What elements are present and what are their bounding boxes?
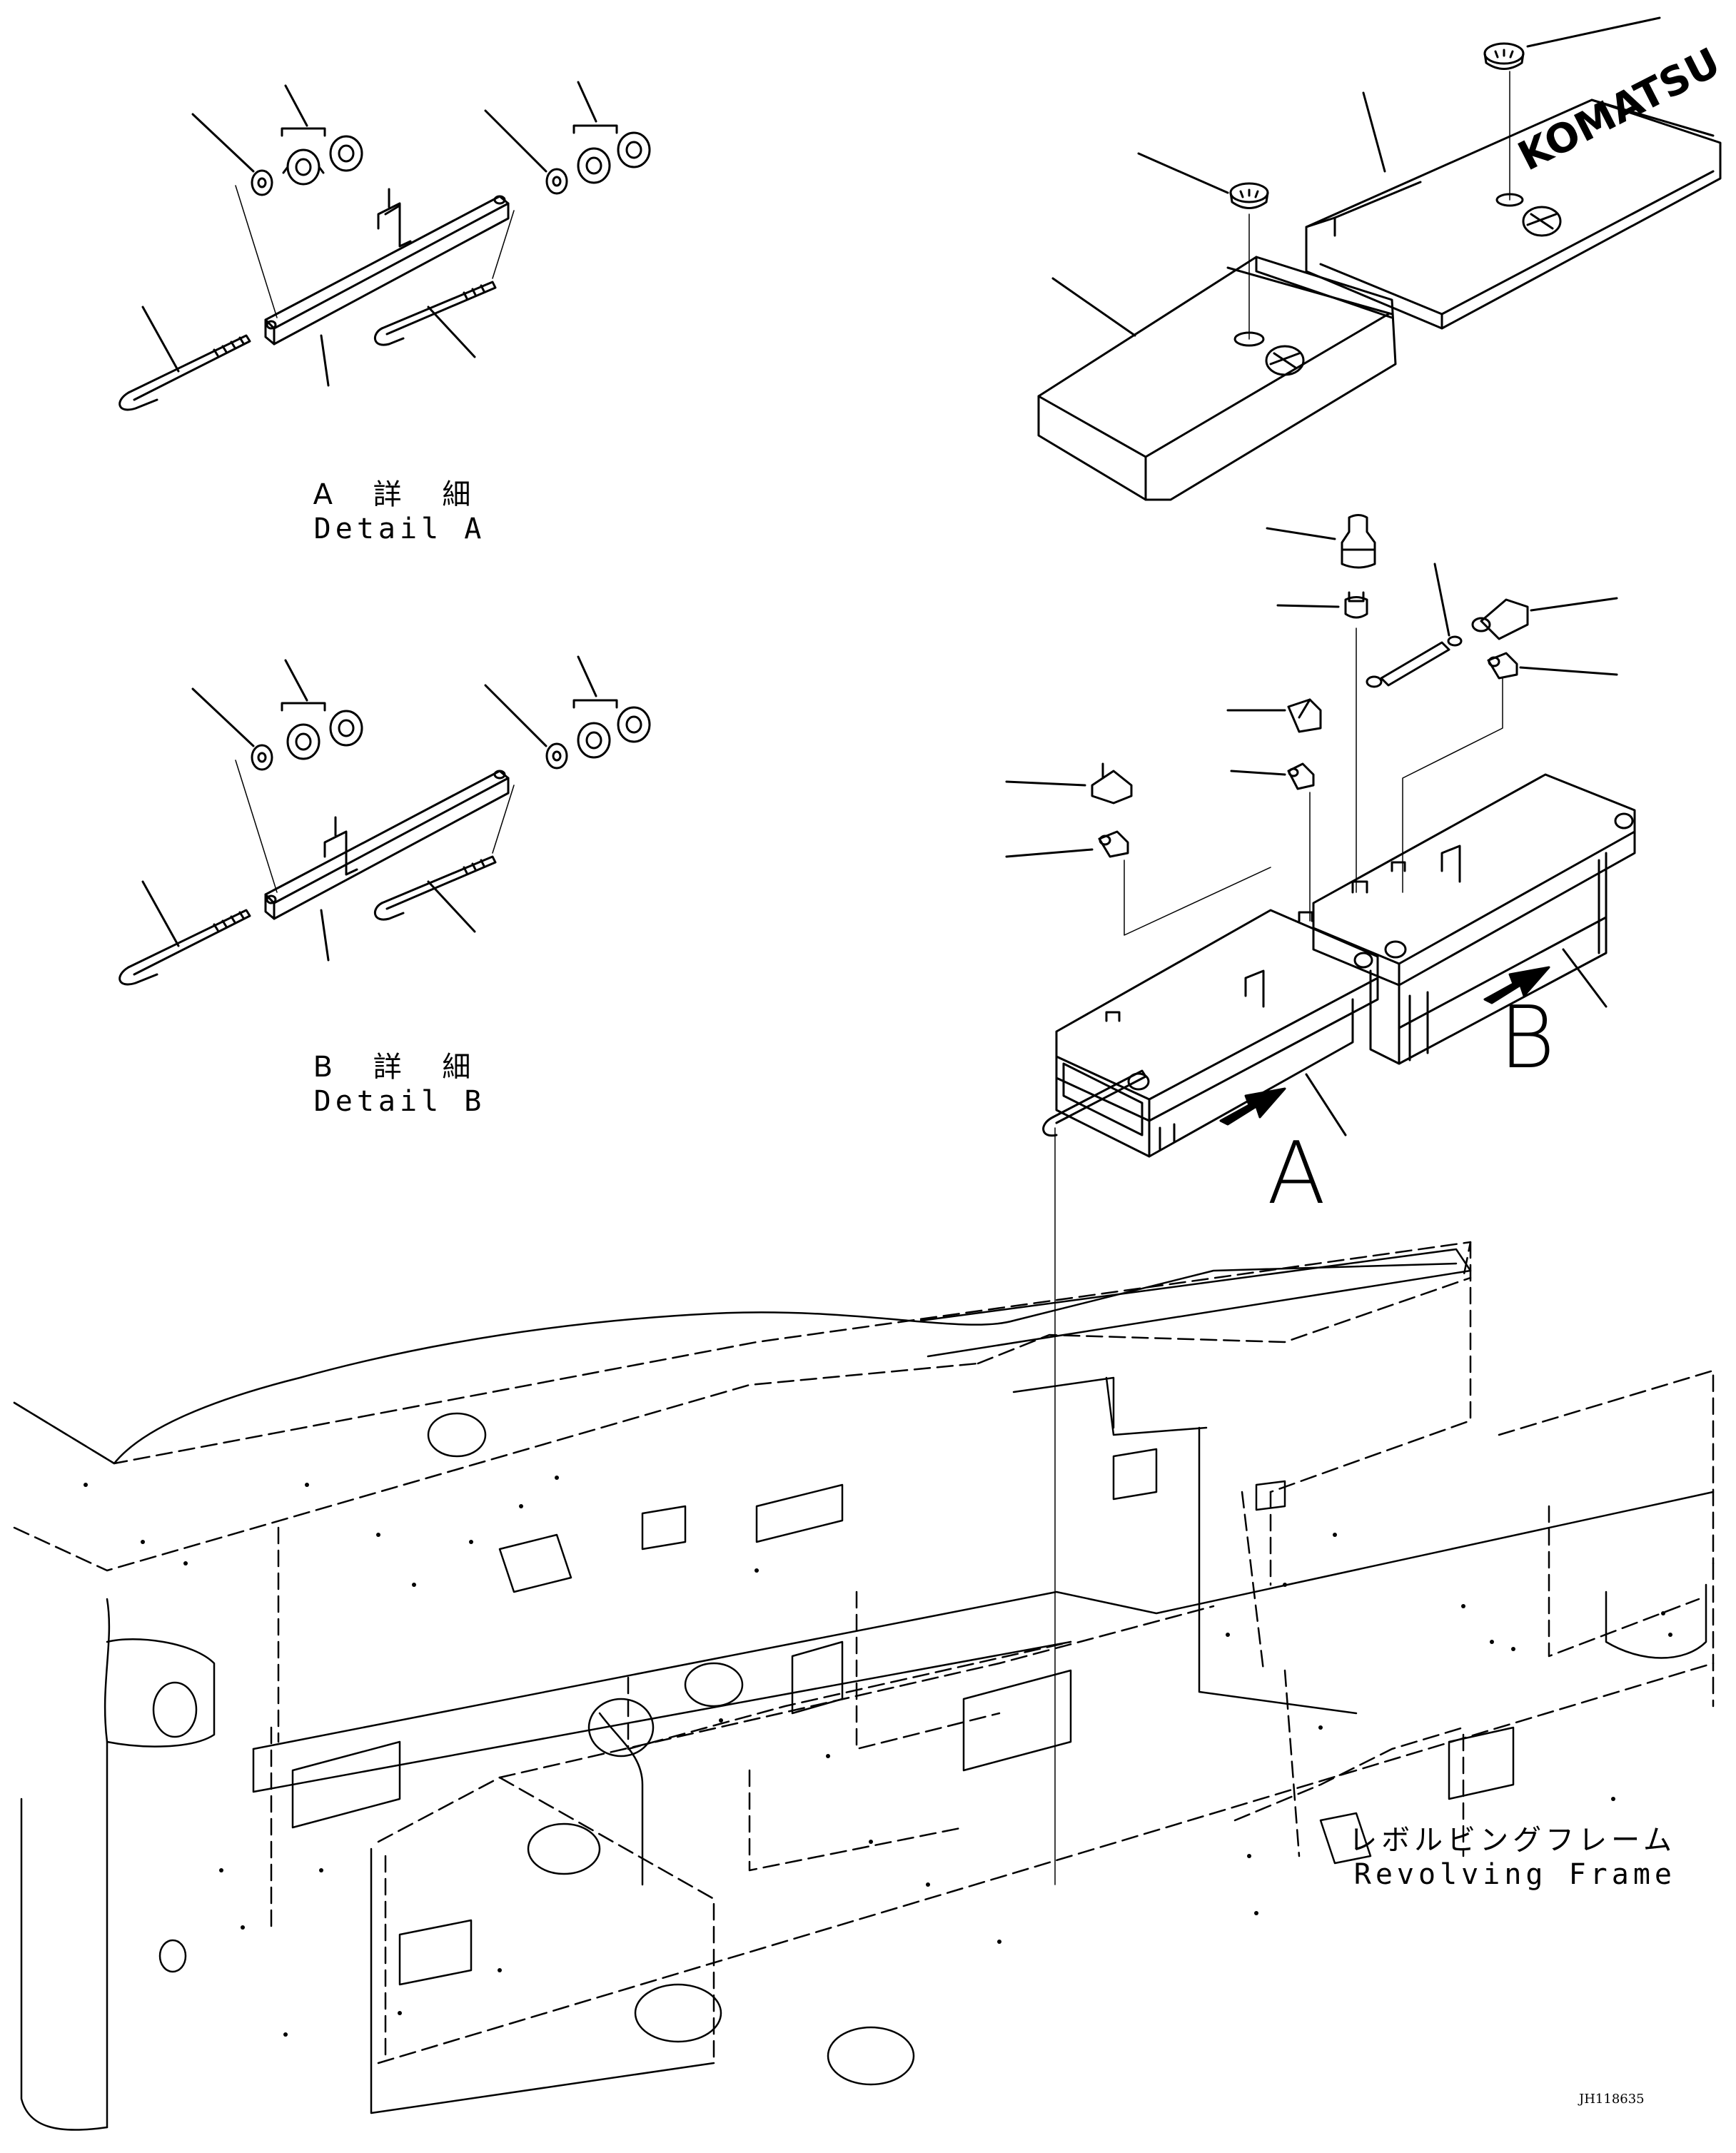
nut — [577, 722, 611, 759]
detail-a-caption-en: Detail A — [313, 513, 486, 545]
washer — [545, 168, 568, 195]
revolving-frame — [13, 1241, 1715, 2131]
callout-a: A — [1267, 1124, 1326, 1224]
hook-bolt — [118, 334, 251, 411]
detail-b-caption-en: Detail B — [313, 1085, 486, 1118]
revolving-frame-caption-en: Revolving Frame — [1353, 1858, 1676, 1891]
terminal-nut — [1344, 591, 1368, 619]
ground-strap — [1366, 635, 1463, 688]
cable-clamp — [1287, 762, 1315, 790]
detail-a-caption-jp: A 詳 細 — [313, 478, 487, 511]
hook-bolt — [374, 855, 497, 921]
battery-cover-front — [1037, 256, 1397, 501]
battery-cover-rear: KOMATSU — [1305, 39, 1727, 330]
hook-bolt — [374, 281, 497, 346]
nut — [286, 723, 321, 760]
battery-hold-bar — [264, 188, 510, 346]
terminal-boot — [1341, 514, 1376, 569]
cover-knob — [1483, 42, 1525, 70]
detail-a-exploded-view — [118, 81, 651, 411]
nut — [329, 135, 363, 172]
washer — [251, 169, 273, 196]
direction-arrow — [1483, 966, 1550, 1004]
battery-cover-assembly: KOMATSU — [1037, 16, 1727, 501]
revolving-frame-caption: レボルビングフレーム Revolving Frame — [1348, 1817, 1676, 1891]
revolving-frame-caption-jp: レボルビングフレーム — [1348, 1824, 1676, 1857]
nut — [329, 710, 363, 747]
washer — [545, 742, 568, 770]
callout-b: B — [1499, 989, 1555, 1088]
battery-terminals — [1005, 514, 1618, 936]
cable-clamp — [1487, 652, 1518, 680]
battery-a — [1042, 909, 1379, 1158]
cover-knob — [1229, 182, 1269, 209]
nut — [617, 706, 651, 743]
nut — [617, 131, 651, 168]
terminal-cover — [1287, 698, 1322, 733]
battery-b — [1312, 773, 1636, 1065]
detail-b-caption: B 詳 細 Detail B — [271, 1044, 528, 1118]
cover-logo: KOMATSU — [1511, 39, 1727, 180]
terminal-cover — [1091, 762, 1133, 805]
washer — [251, 744, 273, 771]
hook-bolt — [118, 909, 251, 986]
cable-clamp — [1098, 830, 1129, 858]
terminal-cover — [1471, 598, 1529, 640]
frame-bolt-holes — [84, 1476, 1672, 2037]
detail-a-caption: A 詳 細 Detail A — [271, 471, 528, 545]
detail-b-caption-jp: B 詳 細 — [313, 1051, 487, 1084]
drawing-number: JH118635 — [1579, 2092, 1645, 2107]
battery-hold-bar — [264, 770, 510, 920]
nut — [577, 147, 611, 184]
nut — [282, 148, 325, 186]
detail-b-exploded-view — [118, 655, 651, 986]
direction-arrow — [1219, 1087, 1286, 1126]
